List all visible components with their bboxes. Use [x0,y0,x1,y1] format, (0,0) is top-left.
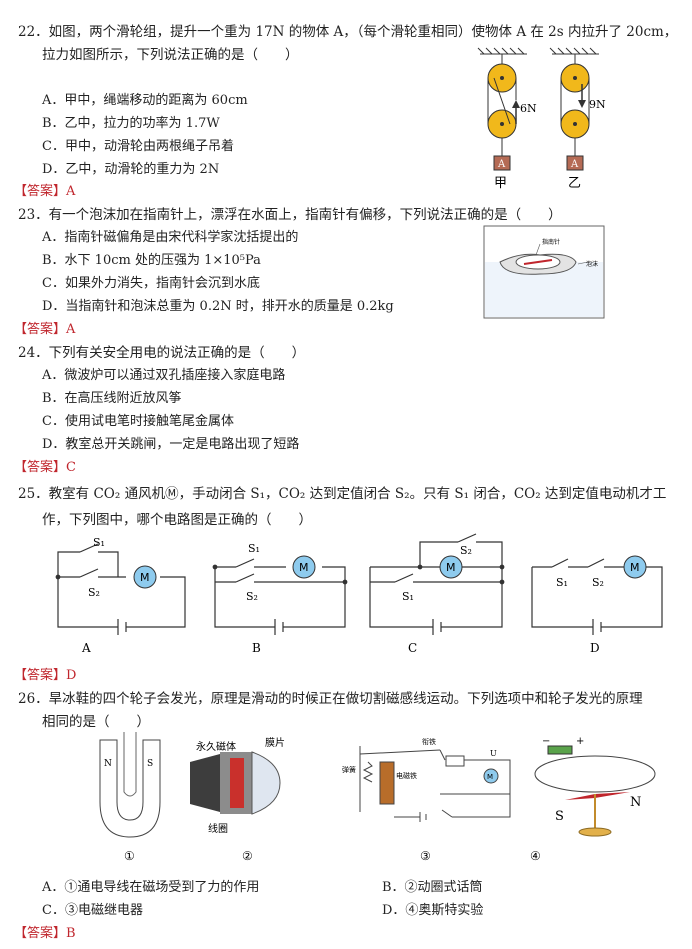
fig4-plus: + [576,736,584,747]
fig2-coil-label: 线圈 [208,822,228,835]
fig4-s: S [555,809,564,824]
compass-label: 指南针 [542,238,560,246]
block-a-yi-label: A [570,159,579,170]
q26-option-c: C．③电磁继电器 [42,903,143,918]
fig3-motor-label: M [487,773,493,781]
motor-b: M [299,561,309,574]
q26-option-b: B．②动圈式话筒 [382,880,483,895]
q23-compass-figure: 指南针 泡沫 [483,225,605,319]
block-a-yi [566,155,584,171]
q26-answer: 【答案】B [14,926,76,941]
q23-option-c: C．如果外力消失，指南针会沉到水底 [42,276,260,291]
q25-answer: 【答案】D [14,668,77,683]
s2-c: S₂ [460,544,472,557]
fig1-n: N [104,759,112,769]
q23-option-b: B．水下 10cm 处的压强为 1×10⁵Pa [42,253,261,268]
fig3-label: ③ [420,849,431,863]
label-yi: 乙 [568,176,581,191]
q22-pulley-figure: 6N A 甲 9N A 乙 [477,47,606,191]
block-a-jia-label: A [497,159,506,170]
circuit-label-c: C [408,641,417,655]
q26-figures: N S ① 永久磁体 膜片 线圈 ② 衔铁 弹簧 电磁铁 U M ③ − + S… [99,732,656,863]
q26-stem-line1: 26．旱冰鞋的四个轮子会发光，原理是滑动的时候正在做切割磁感线运动。下列选项中和… [18,691,643,707]
fig4-minus: − [542,736,550,747]
q25-circuits: M S₁ S₂ A M S₁ S₂ B M S₂ S₁ C M S₁ S₂ D [55,533,663,655]
fig3-electromagnet-label: 电磁铁 [396,771,417,780]
motor-d: M [630,561,640,574]
q22-answer: 【答案】A [14,184,76,199]
q26-option-a: A．①通电导线在磁场受到了力的作用 [42,880,260,895]
q26-option-d: D．④奥斯特实验 [382,903,484,918]
q25-stem-line1: 25．教室有 CO₂ 通风机Ⓜ，手动闭合 S₁，CO₂ 达到定值闭合 S₂。只有… [18,486,667,502]
q22-option-c: C．甲中，动滑轮由两根绳子吊着 [42,139,234,154]
q22-option-d: D．乙中，动滑轮的重力为 2N [42,162,220,177]
q22-force-jia: 6N [520,102,537,115]
q22-stem-line2: 拉力如图所示，下列说法正确的是（ ） [42,47,299,63]
s2-b: S₂ [246,590,258,603]
s1-b: S₁ [248,542,260,555]
s1-d: S₁ [556,576,568,589]
q24-answer: 【答案】C [14,460,76,475]
circuit-label-a: A [81,641,91,655]
fig1-s: S [147,759,153,769]
s2-d: S₂ [592,576,604,589]
foam-label: 泡沫 [586,260,598,268]
fig3-u-label: U [490,749,497,758]
q24-option-d: D．教室总开关跳闸，一定是电路出现了短路 [42,437,300,452]
q25-stem-line2: 作，下列图中，哪个电路图是正确的（ ） [42,512,312,528]
s1-c: S₁ [402,590,414,603]
fig2-label: ② [242,849,253,863]
circuit-label-d: D [590,641,600,655]
q23-option-d: D．当指南针和泡沫总重为 0.2N 时，排开水的质量是 0.2kg [42,299,394,314]
q22-stem-line1: 22．如图，两个滑轮组，提升一个重为 17N 的物体 A，（每个滑轮重相同）使物… [18,24,678,40]
q22-option-b: B．乙中，拉力的功率为 1.7W [42,116,220,131]
fig1-label: ① [124,849,135,863]
fig2-diaphragm-label: 膜片 [265,736,285,749]
q23-stem: 23．有一个泡沫加在指南针上，漂浮在水面上，指南针有偏移，下列说法正确的是（ ） [18,207,562,223]
q22-option-a: A．甲中，绳端移动的距离为 60cm [42,93,248,108]
motor-c: M [446,561,456,574]
block-a-jia [493,155,511,171]
q23-answer: 【答案】A [14,322,76,337]
circuit-label-b: B [252,641,261,655]
s1-a: S₁ [93,536,105,549]
label-jia: 甲 [494,176,507,191]
q24-option-a: A．微波炉可以通过双孔插座接入家庭电路 [42,368,286,383]
fig4-n: N [630,795,641,810]
q24-option-c: C．使用试电笔时接触笔尾金属体 [42,414,234,429]
q23-option-a: A．指南针磁偏角是由宋代科学家沈括提出的 [42,230,299,245]
s2-a: S₂ [88,586,100,599]
q26-stem-line2: 相同的是（ ） [42,714,150,730]
q22-force-yi: 9N [589,98,606,111]
motor-a: M [140,571,150,584]
q24-stem: 24．下列有关安全用电的说法正确的是（ ） [18,345,306,361]
fig4-label: ④ [530,849,541,863]
fig3-armature-label: 衔铁 [422,737,436,746]
q24-option-b: B．在高压线附近放风筝 [42,391,182,406]
fig2-magnet-label: 永久磁体 [196,740,236,753]
fig3-spring-label: 弹簧 [342,765,356,774]
